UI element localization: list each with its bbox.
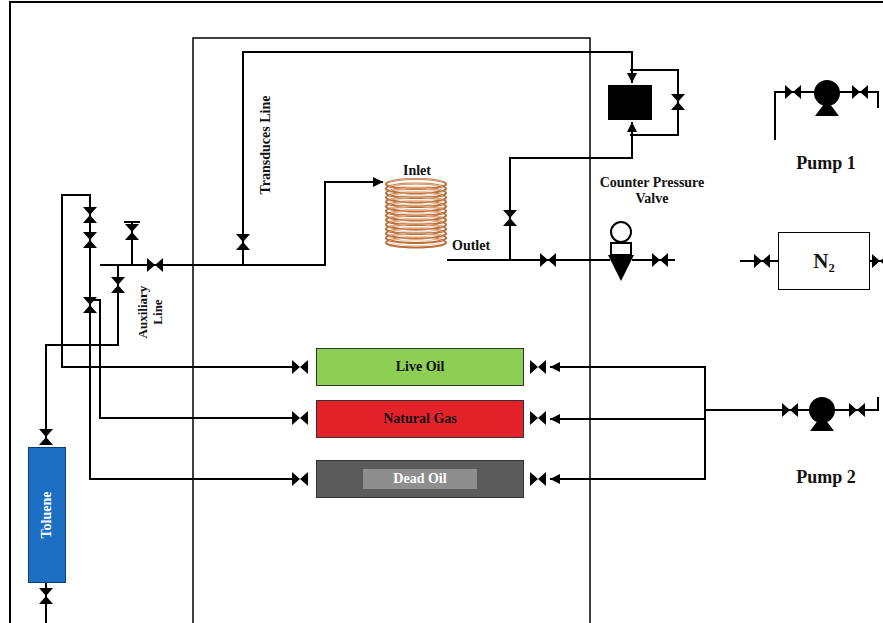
toluene-line (46, 265, 118, 445)
coil-highlight (389, 229, 443, 237)
node-label: Live Oil (396, 359, 445, 375)
fluid-cylinder: Natural Gas (290, 400, 550, 438)
figure-frame (10, 2, 883, 623)
feed-line (550, 367, 778, 410)
live-oil-line (62, 195, 292, 367)
bypass-line (510, 122, 632, 260)
valve-symbol (530, 411, 546, 425)
pump-label: Pump 2 (796, 467, 856, 488)
valve-symbol (872, 254, 883, 268)
valve-symbol (39, 429, 53, 445)
valve-symbol (754, 254, 770, 268)
valve-symbol (785, 85, 801, 99)
outlet-line (447, 259, 610, 261)
counter-pressure-valve (608, 222, 634, 281)
valve-symbol (83, 207, 97, 223)
coil (386, 179, 446, 248)
node-label: Dead Oil (363, 469, 476, 489)
valve-symbol (852, 85, 868, 99)
coil-winding (386, 238, 446, 248)
valve-symbol (292, 360, 308, 374)
coil-highlight (389, 238, 443, 246)
valve-symbol (849, 403, 865, 417)
valve-symbol (236, 234, 250, 250)
pump-symbol (809, 397, 835, 431)
valves (39, 85, 883, 604)
valve-symbol (782, 403, 798, 417)
node-label: N₂ (813, 249, 834, 274)
valve-symbol (530, 360, 546, 374)
gas-line (90, 300, 292, 418)
valve-symbol (292, 411, 308, 425)
valve-symbol (39, 588, 53, 604)
node-label: Toluene (39, 492, 55, 539)
feed-line (550, 410, 778, 419)
coil-highlight (389, 188, 443, 196)
coil-highlight (389, 211, 443, 219)
cylinder-body: Natural Gas (316, 400, 524, 438)
valve-symbol (652, 253, 668, 267)
valve-symbol (540, 253, 556, 267)
cylinder-body: Dead Oil (316, 460, 524, 498)
nitrogen-vessel: N₂ (778, 232, 870, 290)
coil-highlight (389, 224, 443, 232)
inlet-line (100, 182, 383, 265)
feed-line (550, 410, 778, 479)
coil-highlight (389, 206, 443, 214)
part-label: Counter Pressure Valve (598, 175, 706, 207)
cylinder-body: Live Oil (316, 348, 524, 386)
valve-symbol (83, 297, 97, 313)
part-label: Transduces Line (258, 96, 274, 195)
node-label: Natural Gas (383, 411, 457, 427)
valve-symbol (530, 472, 546, 486)
fluid-cylinder: Dead Oil (290, 460, 550, 498)
part-label: Inlet (403, 163, 431, 179)
pump-label: Pump 1 (796, 153, 856, 174)
part-label: Outlet (452, 238, 490, 254)
valve-symbol (147, 258, 163, 272)
coil-highlight (389, 179, 443, 187)
coil-highlight (389, 197, 443, 205)
pump-unit: Pump 1 (778, 70, 874, 176)
valve-symbol (292, 472, 308, 486)
coil-highlight (389, 220, 443, 228)
oven-chamber (193, 38, 590, 623)
pump-unit: Pump 2 (778, 392, 874, 490)
coil-highlight (389, 215, 443, 223)
coil-highlight (389, 233, 443, 241)
coil-highlight (389, 202, 443, 210)
valve-symbol (111, 277, 125, 293)
valve-symbol (671, 94, 685, 110)
coil-highlight (389, 193, 443, 201)
coil-highlight (389, 184, 443, 192)
dead-oil-line (90, 300, 292, 479)
valve-symbol (125, 224, 139, 240)
valve-symbol (503, 210, 517, 226)
auxiliary-line (124, 222, 140, 265)
pressure-transducer (608, 85, 652, 120)
valve-symbol (83, 232, 97, 248)
part-label: Auxiliary Line (136, 276, 166, 348)
fluid-cylinder: Live Oil (290, 348, 550, 386)
pump-symbol (814, 80, 840, 116)
transducer-line (243, 52, 632, 265)
toluene-cylinder: Toluene (28, 447, 66, 583)
